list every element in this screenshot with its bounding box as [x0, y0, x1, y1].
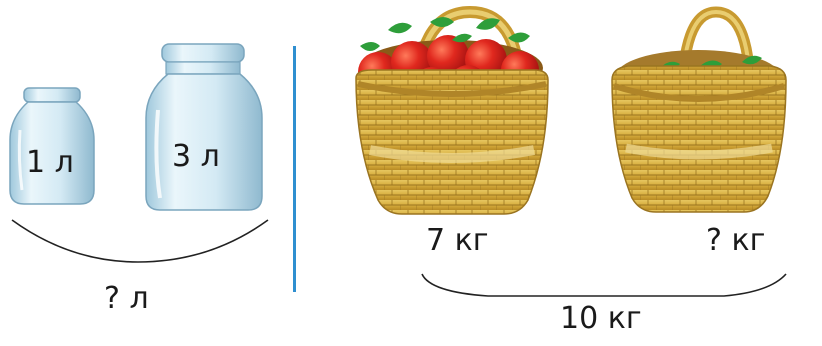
big-jar-label: 3 л	[172, 142, 220, 172]
left-brace	[12, 220, 268, 262]
right-brace	[422, 274, 786, 296]
big-jar	[146, 44, 262, 210]
left-total-label: ? л	[104, 284, 149, 314]
small-jar-label: 1 л	[26, 148, 74, 178]
basket-with-7kg-apples	[356, 12, 548, 214]
divider-line	[293, 46, 296, 292]
basket2-weight-label: ? кг	[706, 226, 765, 256]
basket-with-unknown-apples	[612, 12, 786, 212]
right-total-label: 10 кг	[560, 304, 642, 334]
basket1-weight-label: 7 кг	[426, 226, 489, 256]
